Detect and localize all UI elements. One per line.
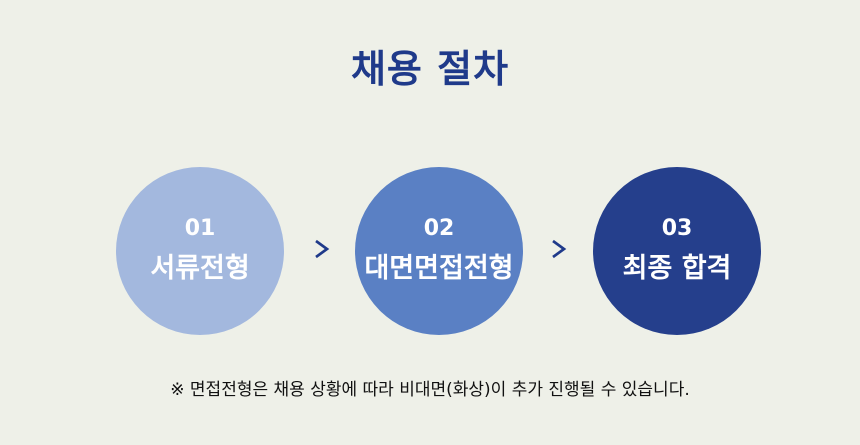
step-3-label: 최종 합격 (622, 253, 732, 285)
chevron-right-icon (315, 239, 330, 259)
step-1-circle: 01 서류전형 (116, 167, 284, 335)
chevron-right-icon (552, 239, 567, 259)
step-1-label: 서류전형 (150, 253, 250, 285)
step-1-number: 01 (184, 216, 216, 242)
process-note: ※ 면접전형은 채용 상황에 따라 비대면(화상)이 추가 진행될 수 있습니다… (170, 380, 690, 400)
step-3-circle: 03 최종 합격 (593, 167, 761, 335)
step-2-label: 대면면접전형 (364, 253, 514, 285)
step-2-circle: 02 대면면접전형 (355, 167, 523, 335)
step-2-number: 02 (423, 216, 455, 242)
step-3-number: 03 (661, 216, 693, 242)
page-title: 채용 절차 (350, 47, 510, 91)
